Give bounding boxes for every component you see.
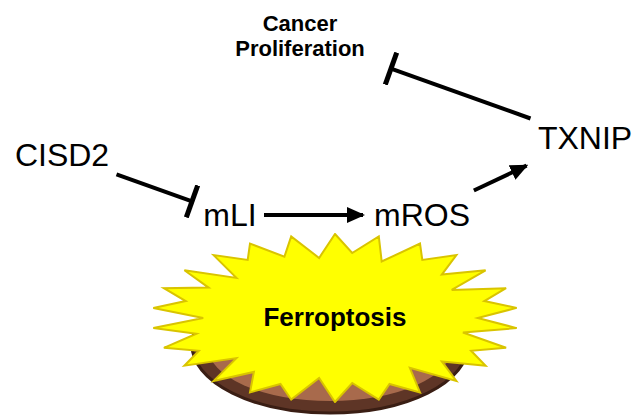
gene-label: TXNIP bbox=[535, 120, 636, 157]
gene-label: CISD2 bbox=[12, 135, 113, 176]
activation-arrow bbox=[264, 213, 363, 217]
outcome-label: Cancer Proliferation bbox=[217, 9, 383, 64]
process-label: mLI bbox=[200, 197, 260, 234]
process-label: mLI bbox=[200, 195, 260, 236]
inhibition-connector bbox=[391, 69, 531, 119]
ferroptosis-starburst: Ferroptosis bbox=[150, 233, 520, 403]
gene-label: TXNIP bbox=[535, 118, 636, 159]
inhibition-connector bbox=[117, 174, 193, 201]
gene-label: CISD2 bbox=[12, 137, 113, 174]
starburst-label: Ferroptosis bbox=[263, 303, 406, 333]
activation-arrow bbox=[474, 166, 527, 191]
process-label: mROS bbox=[371, 197, 473, 234]
outcome-label: Cancer Proliferation bbox=[217, 11, 383, 62]
process-label: mROS bbox=[371, 195, 473, 236]
